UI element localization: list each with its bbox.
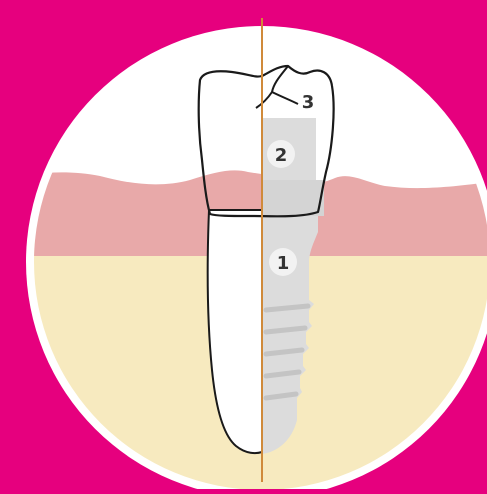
label-implant-body-text: 1 — [277, 253, 290, 274]
label-abutment-text: 2 — [275, 145, 288, 166]
label-crown-text: 3 — [302, 92, 315, 113]
abutment-collar — [262, 180, 324, 216]
label-crown: 3 — [302, 92, 315, 113]
label-implant-body: 1 — [269, 248, 297, 276]
label-abutment: 2 — [267, 140, 295, 168]
